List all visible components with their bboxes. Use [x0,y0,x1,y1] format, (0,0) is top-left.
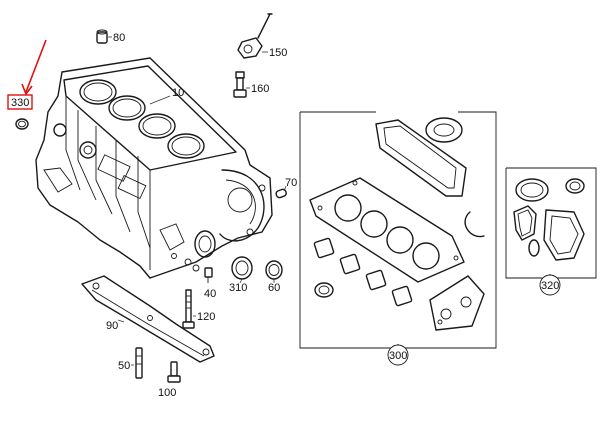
part-90-bracket[interactable] [81,275,215,363]
part-50-pin[interactable] [135,347,143,379]
callout-320[interactable]: 320 [541,280,559,292]
callout-150[interactable]: 150 [269,47,287,59]
part-80-plug[interactable] [96,29,108,44]
part-40-stud[interactable] [204,267,213,283]
callout-10[interactable]: 10 [172,87,184,99]
callout-160[interactable]: 160 [251,83,269,95]
part-120-bolt[interactable] [182,289,195,329]
callout-circle-320 [539,274,561,296]
part-160-bolt[interactable] [233,71,247,98]
part-100-bolt[interactable] [167,361,181,383]
part-150-sensor[interactable] [237,13,273,59]
part-330-seal-ring[interactable] [15,118,29,130]
callout-40[interactable]: 40 [204,288,216,300]
part-pump-gasket[interactable] [513,205,537,241]
highlight-box-330 [7,94,33,110]
callout-300[interactable]: 300 [389,350,407,362]
part-60-seal[interactable] [265,260,283,280]
callout-330[interactable]: 330 [11,97,29,109]
part-c-seal[interactable] [464,211,485,238]
part-small-seal[interactable] [565,178,585,194]
part-exhaust-manifold-gasket[interactable] [429,275,485,331]
part-water-pump-gasket[interactable] [543,209,585,261]
callout-80[interactable]: 80 [113,32,125,44]
part-port-gaskets[interactable] [313,237,413,307]
part-70-dowel[interactable] [275,188,287,199]
callout-120[interactable]: 120 [197,311,215,323]
part-front-cover-gasket[interactable] [375,119,467,197]
seal-kit-frame-320[interactable]: 320 [505,167,597,296]
part-10-cylinder-block[interactable] [35,57,273,279]
callout-70[interactable]: 70 [285,177,297,189]
part-310-seal[interactable] [231,256,253,280]
part-thermostat-gasket[interactable] [425,117,463,143]
callout-100[interactable]: 100 [158,387,176,399]
part-oval-seal[interactable] [528,239,540,257]
callout-310[interactable]: 310 [229,282,247,294]
callout-60[interactable]: 60 [268,282,280,294]
part-cylinder-head-gasket[interactable] [309,177,465,283]
callout-50[interactable]: 50 [118,360,130,372]
gasket-kit-frame-300[interactable]: 300 [299,111,497,366]
callout-90[interactable]: 90 [106,320,118,332]
part-o-ring[interactable] [314,282,334,298]
part-crank-seal[interactable] [515,178,549,202]
highlight-arrow [21,39,47,96]
callout-circle-300 [387,344,409,366]
